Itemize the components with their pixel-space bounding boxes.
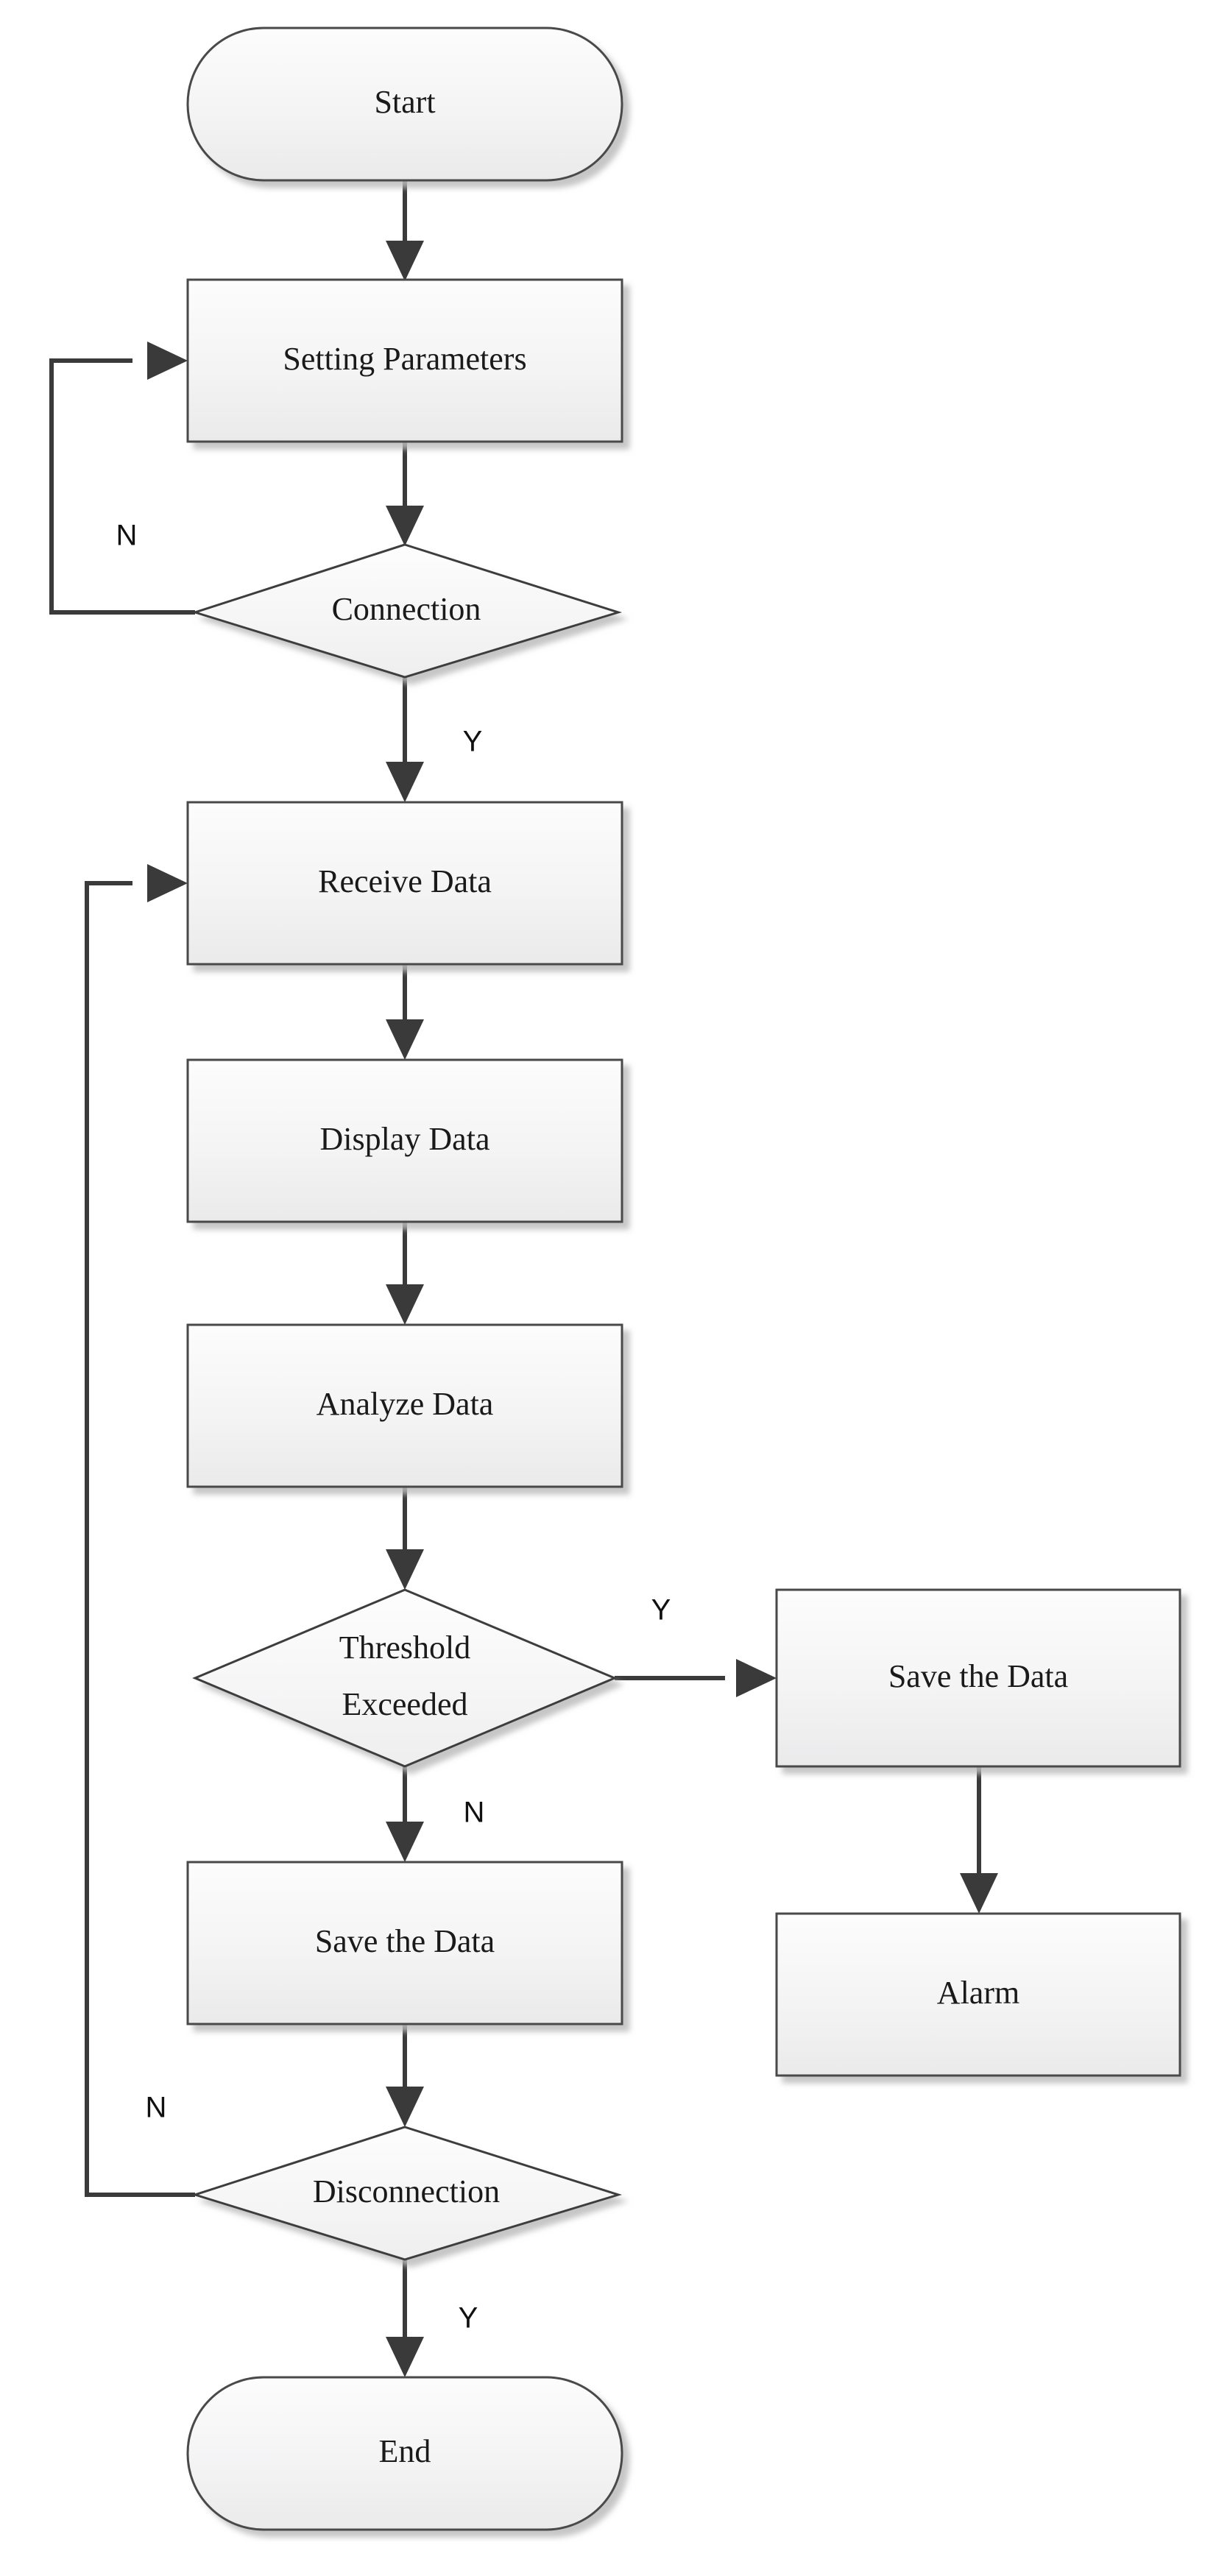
save-the-data-right-shape [775, 1588, 1181, 1768]
node-setting-parameters[interactable]: Setting Parameters [186, 278, 623, 443]
threshold-exceeded-label-line2: Exceeded [342, 1686, 468, 1722]
edge-analyze-data-to-threshold-exceeded [386, 1487, 424, 1590]
edge-threshold-no-to-save-the-data-left [386, 1766, 424, 1862]
node-receive-data[interactable]: Receive Data [186, 801, 623, 966]
threshold-exceeded-label-line1: Threshold [339, 1630, 470, 1666]
node-alarm[interactable]: Alarm [775, 1912, 1181, 2077]
node-disconnection[interactable]: Disconnection [191, 2126, 623, 2261]
node-analyze-data[interactable]: Analyze Data [186, 1323, 623, 1488]
node-connection[interactable]: Connection [191, 543, 623, 679]
node-save-the-data-right[interactable]: Save the Data [775, 1588, 1181, 1768]
end-label: End [379, 2433, 431, 2469]
analyze-data-label: Analyze Data [317, 1386, 494, 1422]
edge-connection-no-to-setting-parameters [49, 342, 195, 615]
edge-receive-data-to-display-data [386, 964, 424, 1060]
save-the-data-right-label: Save the Data [888, 1658, 1068, 1694]
end-shape [186, 2376, 623, 2531]
analyze-data-shape [186, 1323, 623, 1488]
node-save-the-data-left[interactable]: Save the Data [186, 1861, 623, 2025]
node-threshold-exceeded[interactable]: Threshold Exceeded [192, 1588, 618, 1768]
edge-label-threshold-no: N [464, 1797, 485, 1829]
edge-start-to-setting-parameters [386, 180, 424, 281]
edge-label-connection-no: N [116, 520, 138, 552]
display-data-label: Display Data [320, 1121, 490, 1157]
threshold-exceeded-shape [192, 1588, 618, 1768]
connection-label: Connection [332, 591, 481, 627]
alarm-label: Alarm [937, 1975, 1019, 2011]
start-label: Start [374, 84, 435, 120]
receive-data-shape [186, 801, 623, 966]
edge-label-layer: N Y Y N N Y [116, 520, 671, 2335]
save-the-data-left-shape [186, 1861, 623, 2025]
disconnection-shape [191, 2126, 623, 2261]
edge-setting-parameters-to-connection [386, 442, 424, 546]
edge-disconnection-yes-to-end [386, 2260, 424, 2377]
setting-parameters-label: Setting Parameters [283, 341, 526, 377]
alarm-shape [775, 1912, 1181, 2077]
edge-connection-yes-to-receive-data [386, 677, 424, 802]
edge-disconnection-no-to-receive-data [85, 864, 195, 2197]
node-start[interactable]: Start [186, 26, 623, 182]
connection-shape [191, 543, 623, 679]
edge-threshold-yes-to-save-the-data-right [615, 1659, 777, 1697]
edge-display-data-to-analyze-data [386, 1222, 424, 1325]
edge-layer [49, 180, 998, 2377]
edge-label-connection-yes: Y [463, 726, 483, 758]
edge-save-the-data-left-to-disconnection [386, 2024, 424, 2127]
node-end[interactable]: End [186, 2376, 623, 2531]
start-shape [186, 26, 623, 182]
receive-data-label: Receive Data [318, 863, 492, 899]
save-the-data-left-label: Save the Data [315, 1923, 495, 1959]
disconnection-label: Disconnection [313, 2173, 500, 2209]
edge-label-threshold-yes: Y [651, 1594, 671, 1627]
edge-label-disconnection-no: N [146, 2092, 167, 2124]
node-display-data[interactable]: Display Data [186, 1058, 623, 1223]
display-data-shape [186, 1058, 623, 1223]
setting-parameters-shape [186, 278, 623, 443]
edge-save-the-data-right-to-alarm [960, 1766, 998, 1914]
edge-label-disconnection-yes: Y [459, 2302, 478, 2335]
